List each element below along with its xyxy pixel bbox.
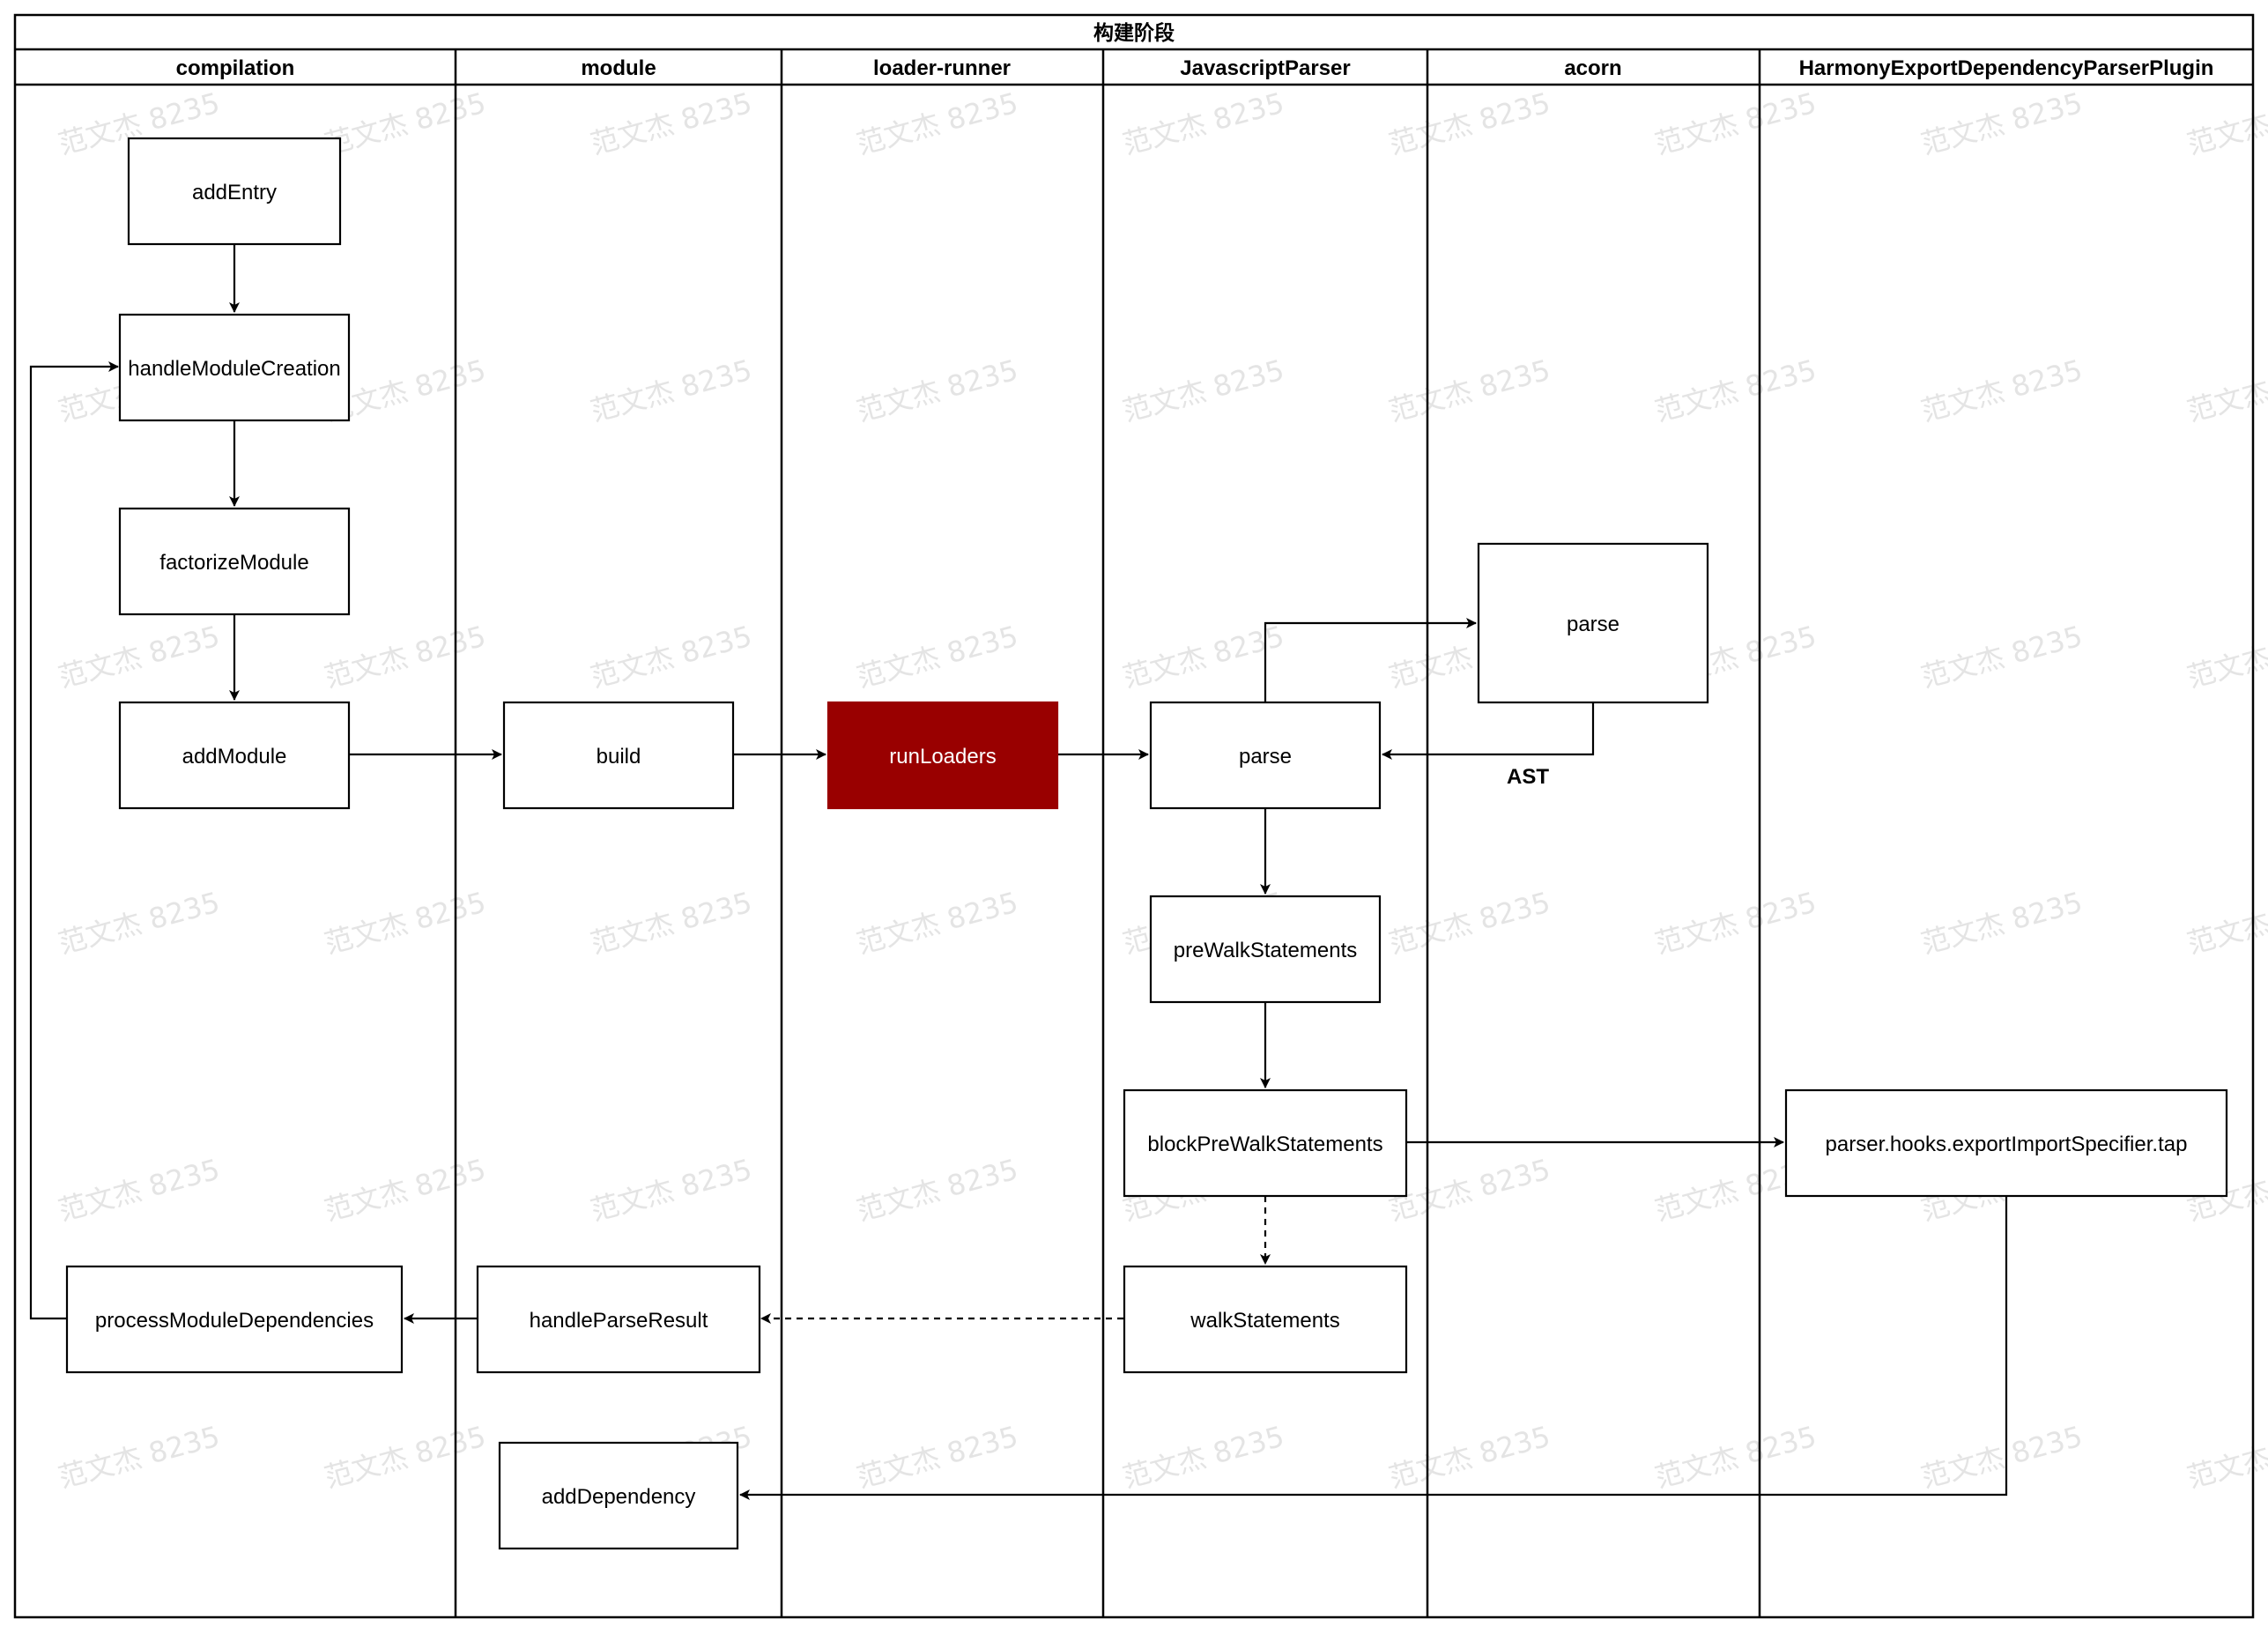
watermark-text: 范文杰 8235: [587, 619, 755, 694]
node-label: addDependency: [542, 1485, 696, 1509]
watermark-text: 范文杰 8235: [1917, 885, 2086, 960]
watermark-text: 范文杰 8235: [853, 885, 1021, 960]
watermark-text: 范文杰 8235: [853, 619, 1021, 694]
node-label: processModuleDependencies: [95, 1309, 374, 1333]
node-label: handleParseResult: [530, 1309, 708, 1333]
watermark-text: 范文杰 8235: [2183, 85, 2268, 160]
watermark-text: 范文杰 8235: [321, 1419, 489, 1494]
watermark-text: 范文杰 8235: [321, 885, 489, 960]
node-build: build: [502, 701, 735, 810]
lane-header-module: module: [581, 56, 656, 80]
watermark-text: 范文杰 8235: [1651, 1419, 1820, 1494]
node-label: factorizeModule: [159, 551, 308, 575]
watermark-text: 范文杰 8235: [587, 1152, 755, 1227]
watermark-text: 范文杰 8235: [55, 1419, 223, 1494]
node-label: runLoaders: [889, 745, 996, 769]
watermark-text: 范文杰 8235: [55, 1152, 223, 1227]
node-label: addModule: [182, 745, 287, 769]
node-label: build: [597, 745, 641, 769]
watermark-text: 范文杰 8235: [587, 85, 755, 160]
edge-processmoduledependencies-loop: [29, 361, 119, 1320]
node-addentry: addEntry: [127, 137, 342, 246]
node-parse: parse: [1149, 701, 1382, 810]
node-label: addEntry: [192, 181, 277, 204]
watermark-text: 范文杰 8235: [1385, 885, 1553, 960]
lane-header-javascriptparser: JavascriptParser: [1180, 56, 1350, 80]
node-prewalkstatements: preWalkStatements: [1149, 895, 1382, 1004]
node-factorizemodule: factorizeModule: [118, 507, 351, 616]
lane-header-harmony-plugin: HarmonyExportDependencyParserPlugin: [1799, 56, 2214, 80]
watermark-text: 范文杰 8235: [1385, 1152, 1553, 1227]
watermark-text: 范文杰 8235: [1385, 85, 1553, 160]
node-label: parser.hooks.exportImportSpecifier.tap: [1826, 1133, 2188, 1156]
edge-acorn-ast-return: [1382, 702, 1595, 760]
edge-label-ast: AST: [1507, 765, 1549, 789]
node-acorn-parse: parse: [1477, 542, 1709, 704]
watermark-text: 范文杰 8235: [1119, 619, 1287, 694]
node-label: blockPreWalkStatements: [1147, 1133, 1382, 1156]
watermark-text: 范文杰 8235: [587, 885, 755, 960]
watermark-text: 范文杰 8235: [1917, 1419, 2086, 1494]
node-blockprewalkstatements: blockPreWalkStatements: [1123, 1088, 1408, 1198]
watermark-text: 范文杰 8235: [2183, 353, 2268, 427]
watermark-text: 范文杰 8235: [853, 1152, 1021, 1227]
node-walkstatements: walkStatements: [1123, 1265, 1408, 1374]
watermark-text: 范文杰 8235: [321, 1152, 489, 1227]
watermark-text: 范文杰 8235: [2183, 885, 2268, 960]
watermark-text: 范文杰 8235: [1119, 353, 1287, 427]
diagram-frame: [13, 13, 2255, 1619]
node-exportimportspecifier-tap: parser.hooks.exportImportSpecifier.tap: [1784, 1088, 2228, 1198]
watermark-text: 范文杰 8235: [321, 85, 489, 160]
diagram-title: 构建阶段: [1093, 21, 1175, 45]
watermark-text: 范文杰 8235: [1917, 353, 2086, 427]
edge-exportimportspecifier-to-adddependency: [739, 1196, 2008, 1500]
node-label: walkStatements: [1190, 1309, 1339, 1333]
watermark-text: 范文杰 8235: [1119, 1419, 1287, 1494]
watermark-text: 范文杰 8235: [321, 619, 489, 694]
watermark-text: 范文杰 8235: [853, 353, 1021, 427]
node-runloaders: runLoaders: [826, 701, 1059, 810]
watermark-text: 范文杰 8235: [853, 85, 1021, 160]
edge-parse-to-acorn-parse: [1264, 618, 1477, 702]
watermark-text: 范文杰 8235: [853, 1419, 1021, 1494]
watermark-text: 范文杰 8235: [1385, 1419, 1553, 1494]
watermark-text: 范文杰 8235: [2183, 1419, 2268, 1494]
node-label: parse: [1567, 613, 1619, 636]
node-label: handleModuleCreation: [128, 357, 341, 381]
lane-header-loader-runner: loader-runner: [873, 56, 1011, 80]
watermark-text: 范文杰 8235: [1651, 885, 1820, 960]
lane-header-acorn: acorn: [1564, 56, 1621, 80]
watermark-text: 范文杰 8235: [1917, 85, 2086, 160]
watermark-text: 范文杰 8235: [1917, 619, 2086, 694]
watermark-text: 范文杰 8235: [1385, 353, 1553, 427]
node-adddependency: addDependency: [498, 1441, 739, 1550]
node-addmodule: addModule: [118, 701, 351, 810]
watermark-text: 范文杰 8235: [55, 885, 223, 960]
node-handleparseresult: handleParseResult: [476, 1265, 761, 1374]
watermark-text: 范文杰 8235: [55, 619, 223, 694]
node-label: parse: [1239, 745, 1292, 769]
node-handlemodulecreation: handleModuleCreation: [118, 313, 351, 422]
watermark-text: 范文杰 8235: [1651, 353, 1820, 427]
watermark-text: 范文杰 8235: [587, 353, 755, 427]
watermark-text: 范文杰 8235: [1651, 85, 1820, 160]
watermark-text: 范文杰 8235: [1119, 85, 1287, 160]
node-label: preWalkStatements: [1174, 939, 1358, 962]
lane-header-compilation: compilation: [176, 56, 295, 80]
node-processmoduledependencies: processModuleDependencies: [65, 1265, 404, 1374]
watermark-text: 范文杰 8235: [2183, 619, 2268, 694]
